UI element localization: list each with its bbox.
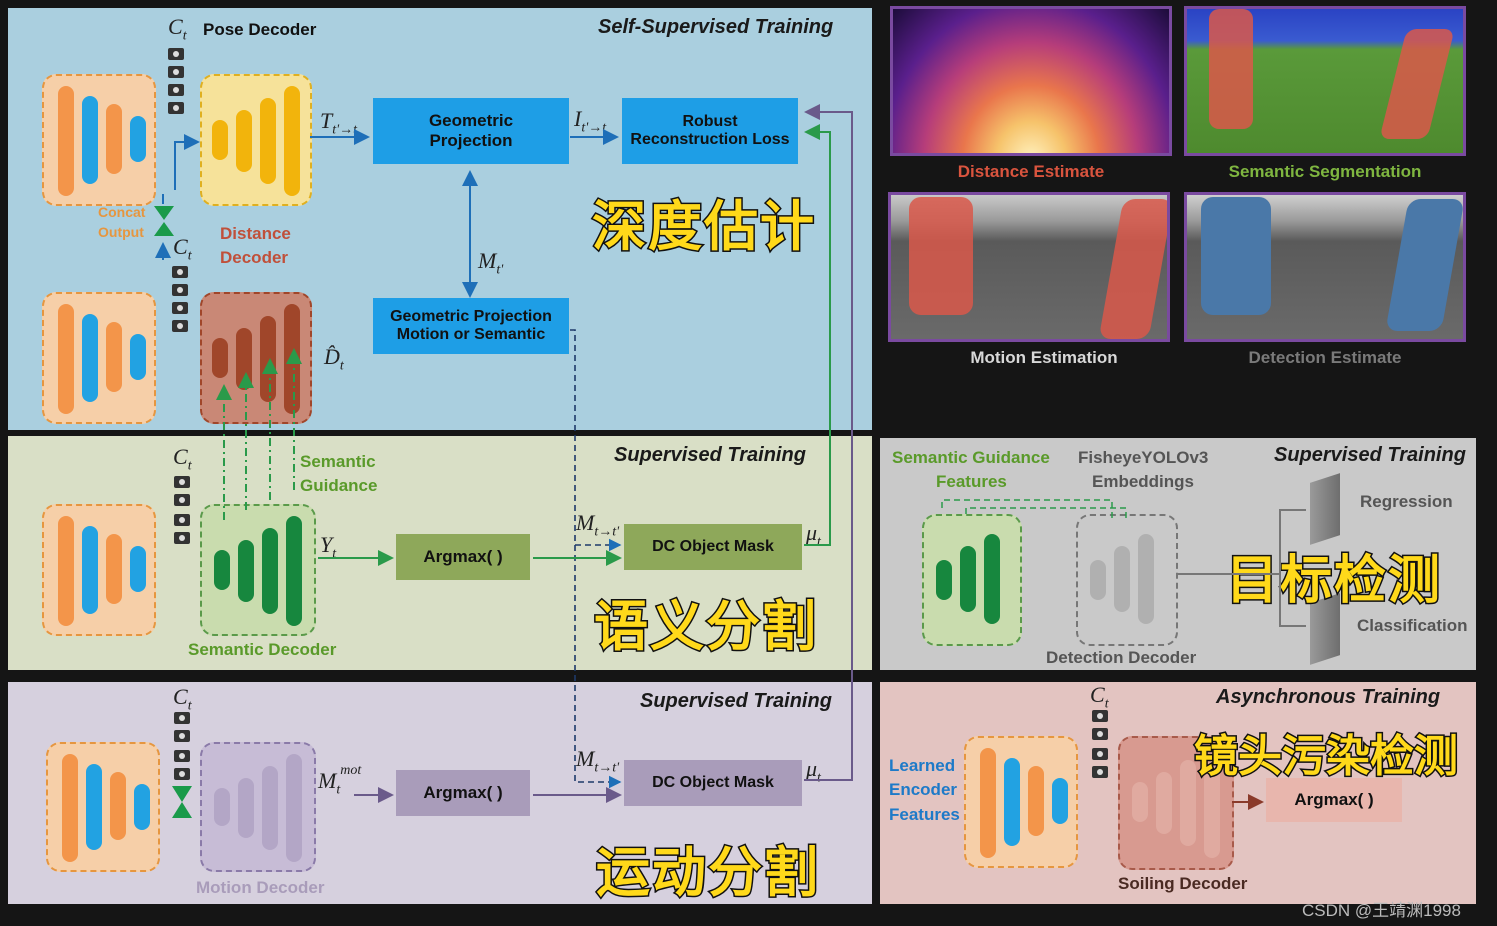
object-detection-cn-label: 目标检测 — [1224, 550, 1443, 613]
y-label: Yt — [320, 532, 337, 562]
detection-decoder-block — [1076, 514, 1178, 646]
hourglass-icon-2 — [154, 222, 174, 236]
motion-panel: Supervised Training Ct Mtmot Argmax( ) M… — [8, 682, 872, 906]
features-label: Features — [889, 805, 960, 824]
panel-title: Asynchronous Training — [1216, 686, 1441, 708]
mu-label: μt — [806, 520, 821, 550]
yolo-label-2: Embeddings — [1092, 472, 1195, 491]
panel-title: Self-Supervised Training — [598, 16, 834, 38]
watermark: CSDN @王靖渊1998 — [1302, 901, 1461, 920]
semantic-segmentation-caption: Semantic Segmentation — [1228, 162, 1422, 181]
motion-segmentation-cn-label: 运动分割 — [595, 840, 820, 906]
encoder-block — [46, 742, 160, 872]
soiling-panel: Asynchronous Training Ct Learned Encoder… — [880, 682, 1476, 904]
ct-label-2: Ct — [173, 234, 192, 264]
m-mot-label: Mtmot — [318, 762, 362, 798]
semantic-segmentation-cn-label: 语义分割 — [593, 594, 818, 660]
semantic-guidance-label: Semantic — [300, 452, 376, 471]
yolo-label: FisheyeYOLOv3 — [1078, 448, 1209, 467]
learned-label: Learned — [889, 756, 956, 775]
self-supervised-panel: Self-Supervised Training Pose Decoder Ct… — [8, 8, 872, 430]
encoder-block — [42, 504, 156, 636]
panel-title: Supervised Training — [614, 444, 806, 466]
lens-soiling-cn-label: 镜头污染检测 — [1193, 730, 1460, 784]
detection-decoder-label: Detection Decoder — [1046, 648, 1197, 667]
soiling-decoder-label: Soiling Decoder — [1118, 874, 1248, 893]
motion-estimation-caption: Motion Estimation — [970, 348, 1118, 367]
detection-estimate-image — [1184, 192, 1466, 342]
transform-label: Tt'→t — [320, 108, 358, 138]
hourglass-icon — [172, 786, 192, 802]
semantic-guidance-block — [922, 514, 1022, 646]
ct-label: Ct — [168, 14, 187, 44]
hourglass-icon-2 — [172, 802, 192, 818]
pose-decoder-block — [200, 74, 312, 206]
encoder-label: Encoder — [889, 780, 958, 799]
m-transform-label: Mt→t' — [576, 746, 620, 776]
classification-label: Classification — [1357, 616, 1468, 635]
ct-label: Ct — [1090, 682, 1109, 712]
motion-decoder-label: Motion Decoder — [196, 878, 325, 897]
dc-object-mask-box: DC Object Mask — [624, 524, 802, 570]
motion-decoder-block — [200, 742, 316, 872]
output-label: Output — [98, 224, 144, 240]
semantic-guidance-features-label-2: Features — [936, 472, 1007, 491]
argmax-box: Argmax( ) — [396, 770, 530, 816]
regression-label: Regression — [1360, 492, 1453, 511]
semantic-segmentation-image — [1184, 6, 1466, 156]
pose-decoder-label: Pose Decoder — [203, 20, 317, 39]
semantic-guidance-features-label: Semantic Guidance — [892, 448, 1050, 467]
panel-title: Supervised Training — [640, 690, 832, 712]
motion-estimation-image — [888, 192, 1170, 342]
concat-label: Concat — [98, 204, 146, 220]
argmax-box: Argmax( ) — [396, 534, 530, 580]
decoder-label: Decoder — [220, 248, 289, 267]
distance-label: Distance — [220, 224, 291, 243]
detection-estimate-caption: Detection Estimate — [1248, 348, 1402, 367]
ct-label: Ct — [173, 684, 192, 714]
distance-estimate-image — [890, 6, 1172, 156]
encoder-block — [964, 736, 1078, 868]
detection-panel: Supervised Training Semantic Guidance Fe… — [880, 438, 1476, 670]
encoder-block — [42, 74, 156, 206]
depth-estimation-cn-label: 深度估计 — [591, 194, 816, 260]
panel-title: Supervised Training — [1274, 444, 1466, 466]
encoder-block — [42, 292, 156, 424]
m-label: Mt' — [478, 248, 504, 278]
distance-estimate-caption: Distance Estimate — [957, 162, 1105, 181]
semantic-decoder-block — [200, 504, 316, 636]
dc-object-mask-box: DC Object Mask — [624, 760, 802, 806]
semantic-decoder-label: Semantic Decoder — [188, 640, 337, 659]
m-transform-label: Mt→t' — [576, 510, 620, 540]
semantic-guidance-label-2: Guidance — [300, 476, 378, 495]
hourglass-icon — [154, 206, 174, 220]
mu-label: μt — [806, 756, 821, 786]
argmax-box: Argmax( ) — [1266, 778, 1402, 822]
d-hat-label: D̂t — [324, 344, 344, 374]
semantic-panel: Supervised Training Ct Semantic Guidance… — [8, 436, 872, 670]
i-label: It'→t — [574, 106, 607, 136]
ct-label: Ct — [173, 444, 192, 474]
